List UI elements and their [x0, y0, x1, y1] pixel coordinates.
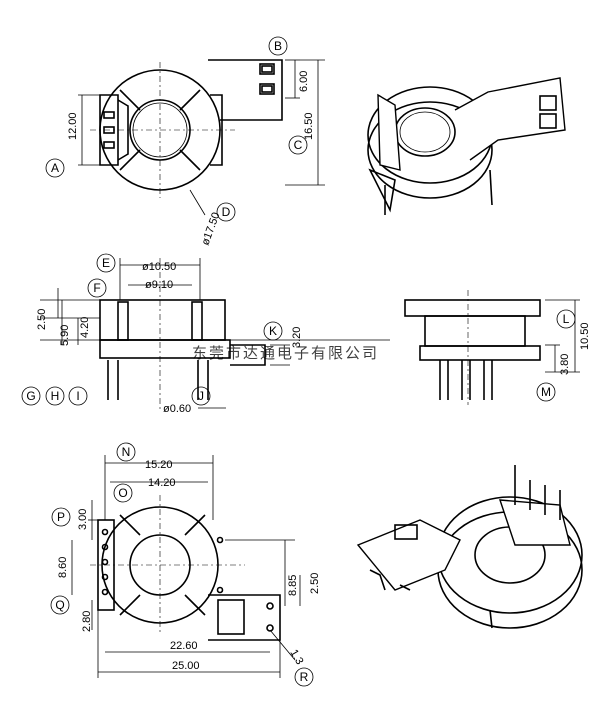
- watermark: 东莞市达通电子有限公司: [192, 344, 379, 362]
- label-k: K: [263, 321, 283, 341]
- dim-bot-q: 2.80: [81, 611, 93, 632]
- dim-right-m: 3.80: [559, 354, 571, 375]
- dim-bot-250: 2.50: [309, 573, 321, 594]
- svg-text:H: H: [51, 389, 60, 403]
- svg-text:A: A: [51, 161, 59, 175]
- svg-text:I: I: [76, 389, 79, 403]
- label-n: N: [116, 442, 136, 462]
- label-l: L: [556, 309, 576, 329]
- dim-side-f: ø9.10: [145, 279, 173, 291]
- svg-text:F: F: [93, 281, 100, 295]
- dim-side-420: 4.20: [79, 317, 91, 338]
- label-o: O: [113, 483, 133, 503]
- label-j: J: [191, 386, 211, 406]
- svg-text:K: K: [269, 324, 277, 338]
- label-f: F: [87, 278, 107, 298]
- bottom-view: 15.20 14.20 3.00 8.60 2.80 8.85 2.50 22.…: [57, 455, 321, 678]
- right-side-view: 10.50 3.80: [404, 290, 591, 405]
- label-q: Q: [50, 595, 70, 615]
- svg-text:P: P: [57, 510, 65, 524]
- svg-text:M: M: [541, 385, 551, 399]
- label-p: P: [51, 507, 71, 527]
- dim-top-c: 16.50: [303, 112, 315, 140]
- dim-bot-860: 8.60: [57, 557, 69, 578]
- svg-text:B: B: [274, 39, 282, 53]
- label-c: C: [288, 135, 308, 155]
- svg-text:C: C: [294, 138, 303, 152]
- label-b: B: [268, 36, 288, 56]
- dim-side-590: 5.90: [59, 325, 71, 346]
- isometric-view-top: [367, 77, 566, 215]
- svg-text:Q: Q: [55, 598, 64, 612]
- label-m: M: [536, 382, 556, 402]
- svg-text:R: R: [300, 670, 309, 684]
- dim-top-b: 6.00: [298, 71, 310, 92]
- label-h: H: [45, 386, 65, 406]
- dim-right-l: 10.50: [579, 322, 591, 350]
- svg-text:E: E: [102, 256, 110, 270]
- svg-text:J: J: [198, 389, 204, 403]
- svg-text:D: D: [222, 205, 231, 219]
- dim-bot-2500: 25.00: [172, 660, 200, 672]
- svg-text:O: O: [118, 486, 127, 500]
- dim-bot-o: 14.20: [148, 477, 176, 489]
- svg-text:N: N: [122, 445, 131, 459]
- dim-bot-r: 1.3: [287, 648, 305, 667]
- top-view: 12.00 6.00 16.50 ø17.50: [67, 59, 325, 247]
- isometric-view-bottom: [356, 465, 583, 629]
- dim-side-e: ø10.50: [142, 261, 176, 273]
- label-r: R: [294, 667, 314, 687]
- dim-bot-n: 15.20: [145, 459, 173, 471]
- dim-side-250: 2.50: [36, 309, 48, 330]
- label-a: A: [45, 158, 65, 178]
- dim-side-k: 3.20: [291, 327, 303, 348]
- dim-bot-885: 8.85: [287, 575, 299, 596]
- dim-bot-2260: 22.60: [170, 640, 198, 652]
- dim-bot-p: 3.00: [77, 509, 89, 530]
- side-view: ø10.50 ø9.10 2.50 5.90 4.20 3.20 ø0.60: [36, 258, 390, 415]
- label-e: E: [96, 253, 116, 273]
- dim-top-height: 12.00: [67, 112, 79, 140]
- svg-text:G: G: [26, 389, 35, 403]
- label-d: D: [216, 202, 236, 222]
- svg-text:L: L: [563, 312, 570, 326]
- dim-side-j: ø0.60: [163, 403, 191, 415]
- label-g: G: [21, 386, 41, 406]
- dim-top-d: ø17.50: [200, 211, 223, 247]
- label-i: I: [68, 386, 88, 406]
